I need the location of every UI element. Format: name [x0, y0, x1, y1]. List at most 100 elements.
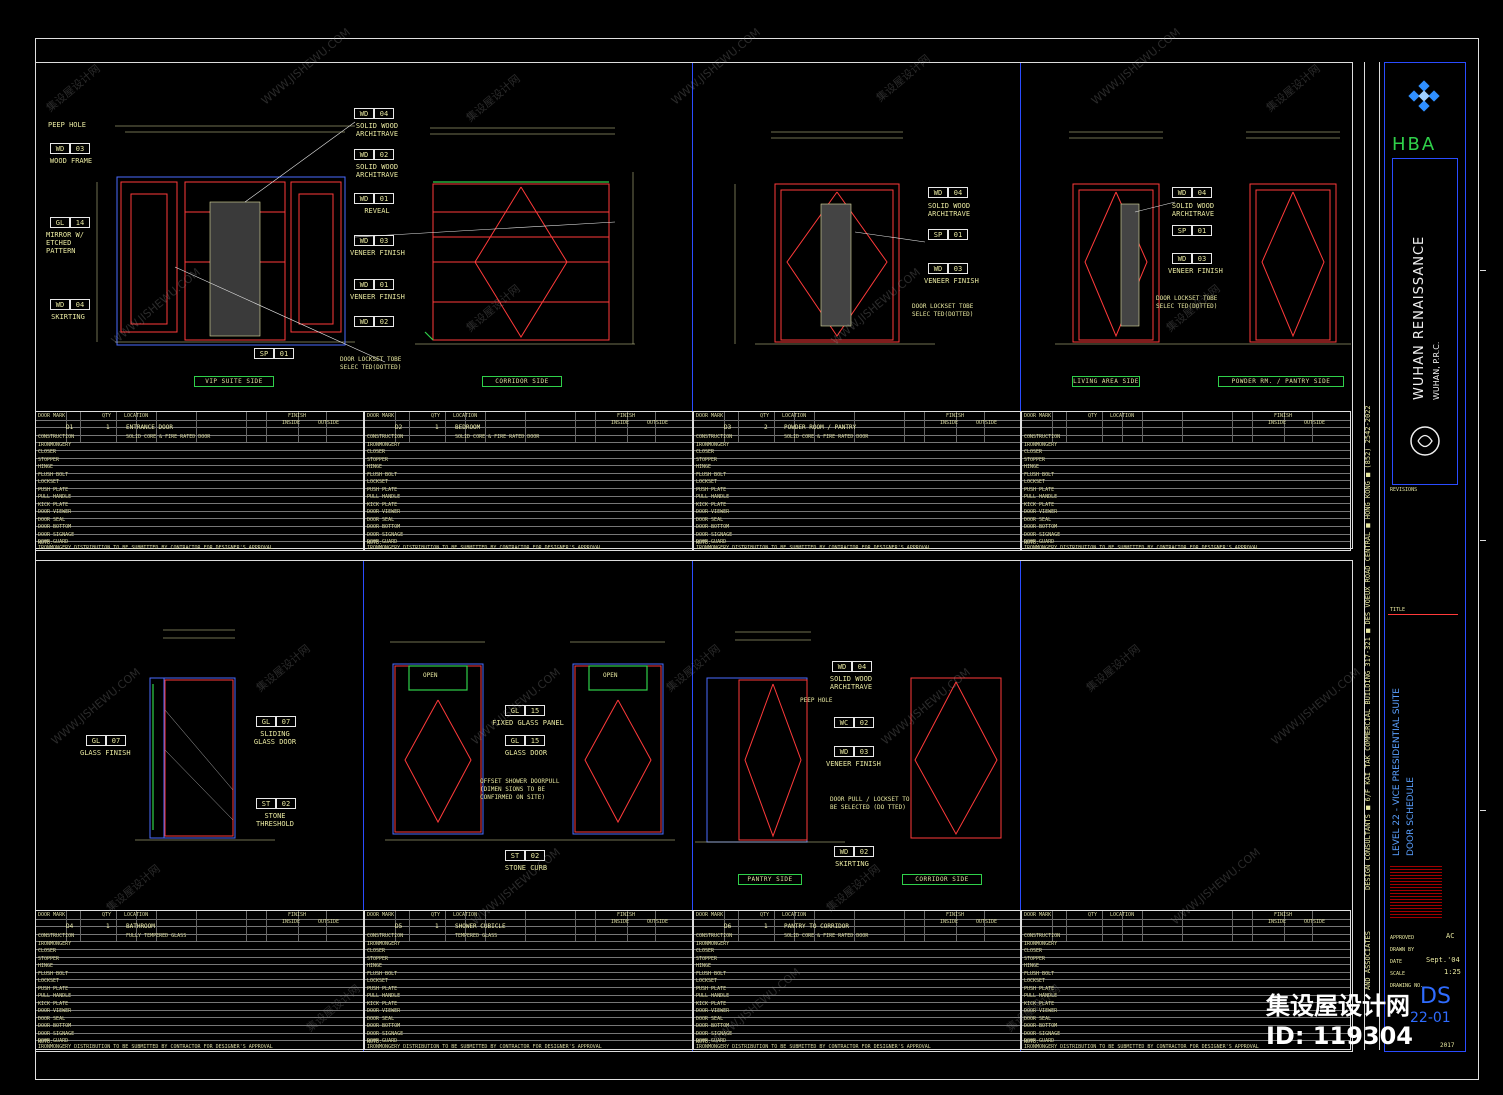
schedule-col-line [1122, 412, 1123, 442]
schedule-row-label: CLOSER [1024, 449, 1043, 455]
schedule-row-line [365, 994, 692, 996]
finish-tag-text: SLIDING GLASS DOOR [253, 730, 297, 746]
schedule-row-line [365, 427, 692, 429]
schedule-row-line [36, 918, 363, 920]
schedule-row-label: DOOR BOTTOM [38, 1023, 72, 1029]
finish-tag-text: SKIRTING [835, 860, 869, 868]
schedule-row-line [694, 926, 1020, 928]
schedule-row-label: PULL HANDLE [696, 993, 730, 999]
schedule-row-label: HINGE [367, 963, 383, 969]
schedule-row-line [365, 541, 692, 543]
schedule-row-line [694, 949, 1020, 950]
schedule-row-line [1022, 450, 1350, 451]
schedule-row-line [365, 480, 692, 482]
schedule-col-line [854, 911, 855, 941]
schedule-row-label: DOOR BOTTOM [367, 1023, 401, 1029]
schedule-col-line [1312, 412, 1313, 442]
inside-header: INSIDE [282, 919, 301, 925]
finish-tag-text: REVEAL [364, 207, 390, 215]
door-mark: D2 [395, 424, 403, 431]
schedule-row-label: IRONMONGERY [1024, 940, 1058, 947]
schedule-row-label: CLOSER [367, 449, 386, 455]
schedule-note: IRONMONGERY DISTRIBUTION TO BE SUBMITTED… [367, 545, 602, 551]
schedule-row-label: LOCKSET [38, 978, 60, 984]
schedule-row-label: FLUSH BOLT [696, 970, 727, 977]
schedule-row-label: DOOR GUARD [38, 539, 69, 545]
sheet-subtitle: DOOR SCHEDULE [1406, 777, 1416, 856]
schedule-row-label: CLOSER [38, 948, 57, 954]
qty-header: QTY [431, 912, 441, 918]
door-construction: SOLID CORE & FIRE RATED DOOR [126, 434, 211, 440]
schedule-row-label: PUSH PLATE [367, 985, 398, 992]
schedule-row-label: DOOR BOTTOM [1024, 1023, 1058, 1029]
schedule-row-label: IRONMONGERY [367, 441, 401, 448]
schedule-row-line [36, 994, 363, 996]
location-header: LOCATION [453, 413, 478, 419]
schedule-row-line [694, 427, 1020, 429]
schedule-row-line [36, 1009, 363, 1011]
schedule-row-line [1022, 971, 1350, 973]
approved-value: AC [1446, 932, 1455, 940]
drawing-area-bottom [35, 560, 1353, 1052]
door-mark: D3 [724, 424, 732, 431]
drawn-label: DRAWN BY [1390, 947, 1415, 953]
note-label: PEEP HOLE [800, 697, 833, 704]
door-mark: D1 [66, 424, 74, 431]
schedule-row-label: KICK PLATE [367, 501, 398, 508]
schedule-row-line [694, 526, 1020, 527]
schedule-col-line [1052, 911, 1053, 941]
schedule-row-label: STOPPER [1024, 955, 1046, 962]
drawing-no: DS [1420, 984, 1451, 1009]
schedule-col-line [326, 412, 327, 442]
schedule-row-line [1022, 541, 1350, 543]
schedule-row-label: KICK PLATE [1024, 1000, 1055, 1007]
schedule-col-line [1142, 412, 1143, 442]
schedule-row-label: FLUSH BOLT [367, 970, 398, 977]
year-value: 2017 [1440, 1042, 1455, 1049]
schedule-row-line [36, 472, 363, 474]
schedule-row-label: PUSH PLATE [696, 985, 727, 992]
schedule-col-line [445, 911, 446, 941]
schedule-row-label: FLUSH BOLT [1024, 471, 1055, 478]
schedule-col-line [409, 412, 410, 442]
schedule-row-label: IRONMONGERY [1024, 441, 1058, 448]
finish-tag-text: SKIRTING [51, 313, 85, 321]
finish-tag-text: STONE CURB [504, 864, 548, 872]
schedule-row-line [36, 1032, 363, 1034]
schedule-col-line [1252, 412, 1253, 442]
location-header: LOCATION [124, 912, 149, 918]
schedule-row-label: FLUSH BOLT [367, 471, 398, 478]
date-value: Sept.'04 [1426, 956, 1460, 964]
schedule-col-line [984, 911, 985, 941]
schedule-row-line [1022, 427, 1350, 429]
note-label: OPEN [423, 672, 438, 679]
project-box [1392, 158, 1458, 485]
schedule-row-line [1022, 994, 1350, 996]
schedule-col-line [627, 412, 628, 442]
schedule-col-line [326, 911, 327, 941]
grid-marker [1480, 540, 1486, 541]
schedule-col-line [655, 911, 656, 941]
finish-tag-text: VENEER FINISH [826, 760, 881, 768]
outside-header: OUTSIDE [647, 420, 669, 426]
schedule-row-line [365, 442, 692, 444]
note-label: NOTE: [367, 1039, 383, 1045]
qty-header: QTY [1088, 912, 1098, 918]
schedule-row-label: DOOR GUARD [367, 539, 398, 545]
scale-value: 1:25 [1444, 968, 1461, 976]
schedule-row-label: HINGE [367, 464, 383, 470]
schedule-col-line [774, 412, 775, 442]
schedule-row-line [365, 472, 692, 474]
schedule-row-line [1022, 1040, 1350, 1042]
schedule-row-line [36, 1040, 363, 1042]
schedule-row-label: DOOR VIEWER [1024, 509, 1058, 515]
schedule-col-line [485, 412, 486, 442]
schedule-row-line [36, 926, 363, 928]
schedule-row-label: DOOR VIEWER [696, 509, 730, 515]
